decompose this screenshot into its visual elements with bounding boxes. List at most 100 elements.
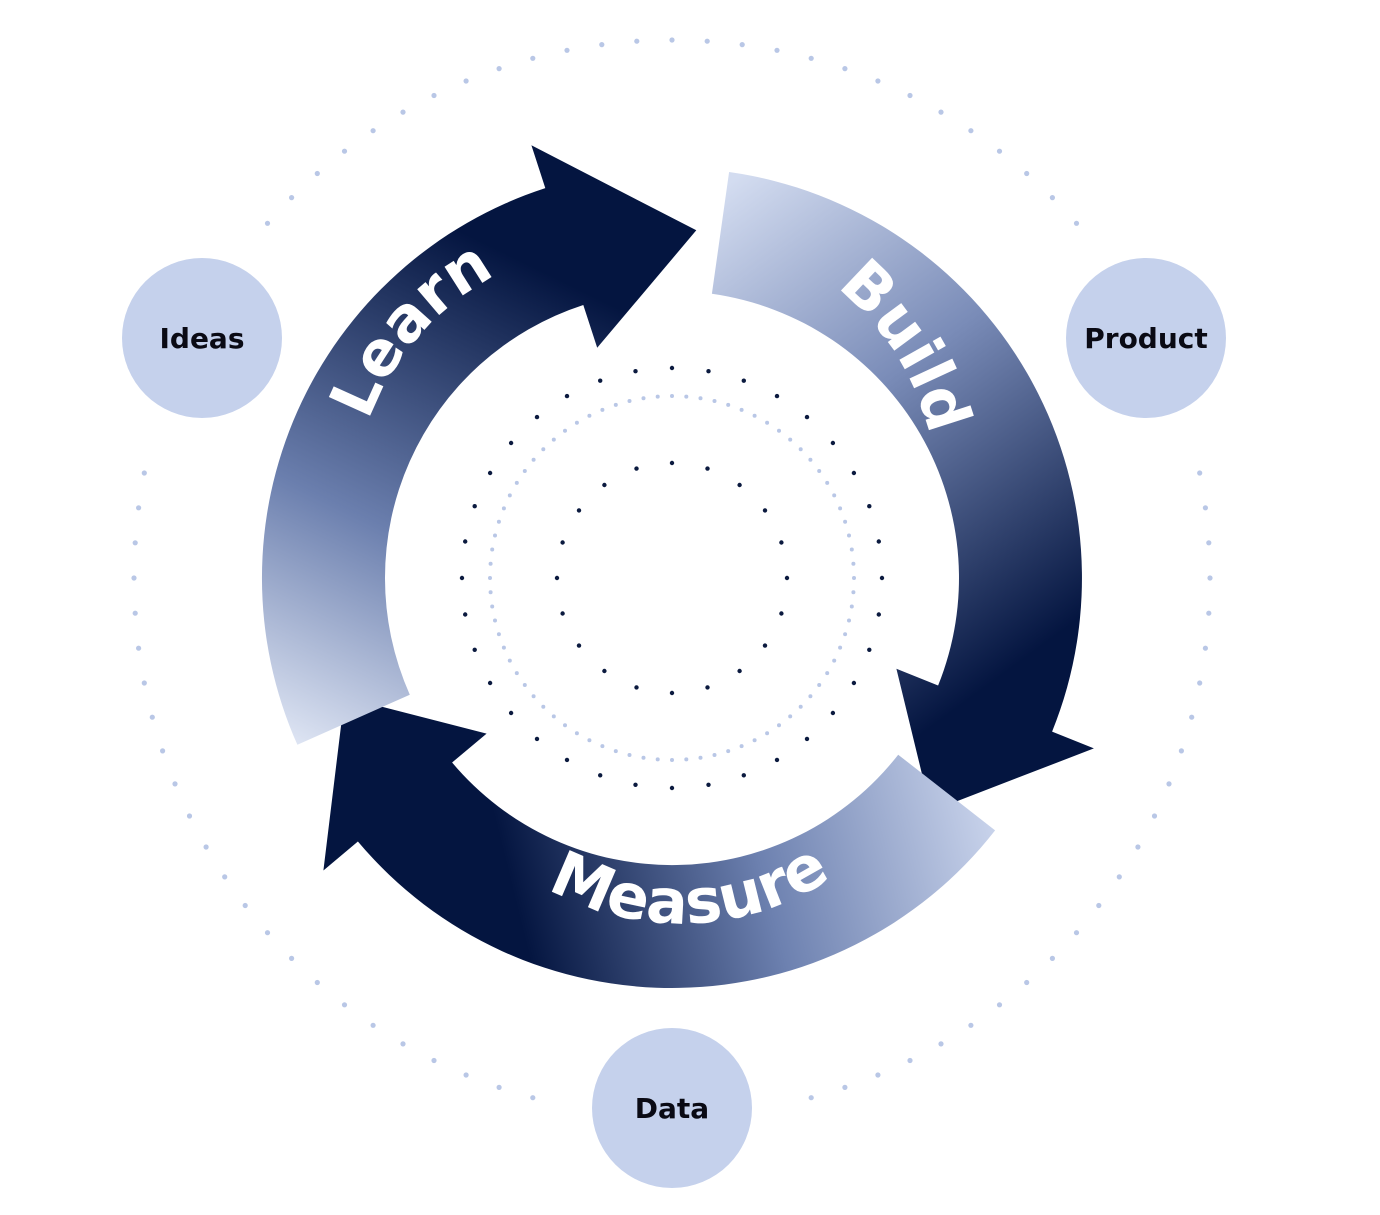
ring-dot bbox=[1049, 195, 1055, 201]
ring-dot bbox=[576, 508, 582, 513]
ring-dot bbox=[712, 753, 717, 757]
ring-dot bbox=[1178, 748, 1184, 754]
ring-dot bbox=[867, 647, 872, 652]
ring-dot bbox=[706, 782, 711, 787]
ring-dot bbox=[613, 402, 618, 407]
ring-dot bbox=[1135, 844, 1141, 850]
ring-dot bbox=[463, 612, 468, 617]
ring-dot bbox=[777, 723, 781, 728]
ring-dot bbox=[587, 738, 592, 743]
ring-dot bbox=[838, 645, 843, 650]
ring-dot bbox=[172, 781, 178, 787]
ring-dot bbox=[817, 469, 822, 473]
ring-dot bbox=[560, 540, 565, 545]
ring-dot bbox=[1073, 930, 1080, 936]
ring-dot bbox=[875, 1072, 881, 1078]
ring-dot bbox=[493, 618, 497, 623]
ring-dot bbox=[739, 42, 745, 48]
ring-dot bbox=[136, 505, 142, 511]
ring-dot bbox=[669, 365, 675, 371]
ring-dot bbox=[851, 561, 856, 566]
ring-dot bbox=[541, 447, 546, 452]
ring-dot bbox=[808, 1095, 814, 1101]
ring-dot bbox=[752, 738, 757, 743]
ring-dot bbox=[788, 437, 793, 442]
ring-dot bbox=[968, 128, 974, 134]
ring-dot bbox=[541, 704, 546, 709]
ring-dot bbox=[599, 42, 605, 48]
ring-dot bbox=[838, 506, 843, 511]
ring-dot bbox=[564, 757, 570, 763]
ring-dot bbox=[149, 714, 155, 720]
ring-dot bbox=[490, 604, 495, 609]
ring-dot bbox=[907, 1057, 913, 1064]
ring-dot bbox=[876, 539, 881, 544]
ring-dot bbox=[522, 683, 527, 687]
ring-dot bbox=[851, 590, 856, 595]
ring-dot bbox=[564, 47, 570, 53]
ring-dot bbox=[1206, 610, 1212, 616]
ring-dot bbox=[203, 844, 209, 850]
ring-dot bbox=[496, 519, 501, 524]
ring-dot bbox=[1189, 714, 1195, 720]
ring-dot bbox=[634, 685, 639, 690]
ring-dot bbox=[508, 440, 514, 446]
ring-dot bbox=[1024, 979, 1030, 986]
ring-dot bbox=[574, 420, 579, 425]
ring-dot bbox=[788, 714, 793, 719]
ring-dot bbox=[798, 704, 803, 709]
ring-dot bbox=[160, 748, 166, 754]
ring-dot bbox=[843, 519, 848, 524]
ring-dot bbox=[400, 109, 406, 115]
ring-dot bbox=[141, 470, 147, 476]
ring-dot bbox=[488, 576, 492, 580]
ring-dot bbox=[530, 1095, 536, 1101]
ring-dot bbox=[684, 394, 689, 399]
ring-dot bbox=[488, 561, 493, 566]
ring-dot bbox=[459, 575, 465, 581]
ring-dot bbox=[804, 736, 810, 742]
ring-dot bbox=[779, 611, 784, 616]
ring-dot bbox=[627, 753, 632, 757]
ring-dot bbox=[832, 493, 837, 498]
ring-dot bbox=[705, 466, 710, 471]
cycle-arcs bbox=[261, 145, 1094, 988]
ring-dot bbox=[808, 457, 813, 462]
ring-dot bbox=[849, 604, 854, 609]
ring-dot bbox=[1166, 781, 1172, 787]
ring-dot bbox=[808, 55, 814, 61]
ring-dot bbox=[600, 407, 605, 412]
ring-dot bbox=[600, 744, 605, 749]
node-product-circle bbox=[1066, 258, 1226, 418]
ring-dot bbox=[808, 694, 813, 699]
ring-dot bbox=[493, 533, 497, 538]
ring-dot bbox=[563, 428, 567, 433]
ring-dot bbox=[1151, 813, 1158, 819]
ring-dot bbox=[563, 723, 567, 728]
node-data-label: Data bbox=[635, 1092, 709, 1125]
ring-dot bbox=[551, 714, 556, 719]
outer-dotted-ring bbox=[131, 37, 1213, 1101]
ring-dot bbox=[496, 66, 502, 72]
ring-dot bbox=[842, 1084, 848, 1090]
ring-dot bbox=[1206, 540, 1212, 546]
ring-dot bbox=[706, 369, 711, 374]
ring-dot bbox=[551, 437, 556, 442]
ring-dot bbox=[507, 658, 512, 663]
ring-dot bbox=[341, 148, 348, 154]
ring-dot bbox=[463, 1072, 469, 1078]
ring-dot bbox=[508, 710, 514, 716]
ring-dot bbox=[576, 643, 582, 648]
ring-dot bbox=[341, 1002, 348, 1008]
ring-dot bbox=[851, 470, 857, 476]
ring-dot bbox=[1049, 955, 1055, 962]
ring-dot bbox=[876, 612, 881, 617]
ring-dot bbox=[1202, 505, 1208, 511]
ring-dot bbox=[627, 399, 632, 403]
ring-dot bbox=[670, 394, 674, 398]
ring-dot bbox=[534, 736, 540, 742]
ring-dot bbox=[670, 758, 674, 762]
ring-dot bbox=[472, 504, 477, 509]
ring-dot bbox=[825, 671, 830, 676]
ring-dot bbox=[847, 533, 851, 538]
